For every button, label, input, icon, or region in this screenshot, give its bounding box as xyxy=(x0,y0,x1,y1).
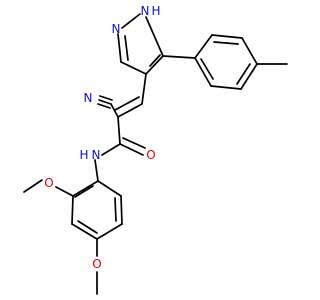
bond-vinyl-carbonyl xyxy=(117,116,121,145)
bond-aryl-1-double xyxy=(74,185,94,198)
bond-tolyl-1 xyxy=(194,34,213,59)
bond-nitrile-2 xyxy=(99,95,113,101)
bond-tolyl-6-double xyxy=(200,58,214,80)
bond-pyrazole-vinyl xyxy=(141,73,147,105)
atom-pyrazole-n: N xyxy=(112,22,121,36)
bond-pyrazole-c3-c4 xyxy=(120,61,147,75)
bond-tolyl-3 xyxy=(241,37,258,65)
bond-aryl-3 xyxy=(71,223,98,240)
atom-pyrazole-nh-h: H xyxy=(151,4,160,18)
structure-diagram: N H N N O N H O O xyxy=(23,4,288,295)
bond-nitrile-1 xyxy=(98,99,112,105)
bond-aryl-1 xyxy=(72,180,99,197)
atom-pyrazole-nh: N xyxy=(141,4,150,18)
atom-methoxy-o2: O xyxy=(92,257,101,271)
bond-o1-methyl xyxy=(23,179,43,193)
bond-carbonyl-o xyxy=(119,143,144,156)
bond-nitrile-3 xyxy=(97,103,111,109)
bond-pyrazole-n1-n2 xyxy=(121,13,141,29)
atom-amide-nh-h: H xyxy=(79,148,88,162)
bond-aryl-5-double xyxy=(114,197,117,222)
bond-vinyl xyxy=(117,103,143,118)
atom-amide-n: N xyxy=(92,148,101,162)
bond-vinyl-double xyxy=(114,96,140,111)
bond-aryl-o1 xyxy=(55,186,74,197)
bond-tolyl-6 xyxy=(194,57,212,87)
bond-aryl-2 xyxy=(71,195,74,225)
bond-pyrazole-n2-c3 xyxy=(117,33,122,63)
bond-n-aryl xyxy=(94,159,99,182)
atom-nitrile-n: N xyxy=(84,91,93,105)
bonds xyxy=(23,13,288,295)
bond-aryl-4 xyxy=(96,223,123,240)
bond-aryl-6 xyxy=(97,180,122,197)
bond-carbonyl-n xyxy=(101,143,121,156)
atom-labels: N H N N O N H O O xyxy=(44,4,160,271)
bond-pyrazole-c4-c5-double xyxy=(149,54,161,67)
bond-tolyl-2 xyxy=(211,34,243,39)
bond-tolyl-2-double xyxy=(213,41,239,45)
bond-tolyl-5 xyxy=(210,85,242,90)
bond-pyrazole-n2-c3-double xyxy=(124,35,129,61)
bond-tolyl-4 xyxy=(240,63,258,90)
bond-pyrazole-c4-c5 xyxy=(145,55,164,75)
bond-pyrazole-tolyl xyxy=(162,55,196,59)
atom-methoxy-o1: O xyxy=(44,176,53,190)
bond-tolyl-4-double xyxy=(236,63,251,85)
bond-aryl-5 xyxy=(120,195,123,225)
bond-pyrazole-n1-c5 xyxy=(145,16,164,57)
bond-aryl-3-double xyxy=(77,220,98,234)
bond-to-nitrile xyxy=(110,103,119,118)
atom-carbonyl-o: O xyxy=(146,148,155,162)
bond-carbonyl-o-double xyxy=(122,137,146,149)
